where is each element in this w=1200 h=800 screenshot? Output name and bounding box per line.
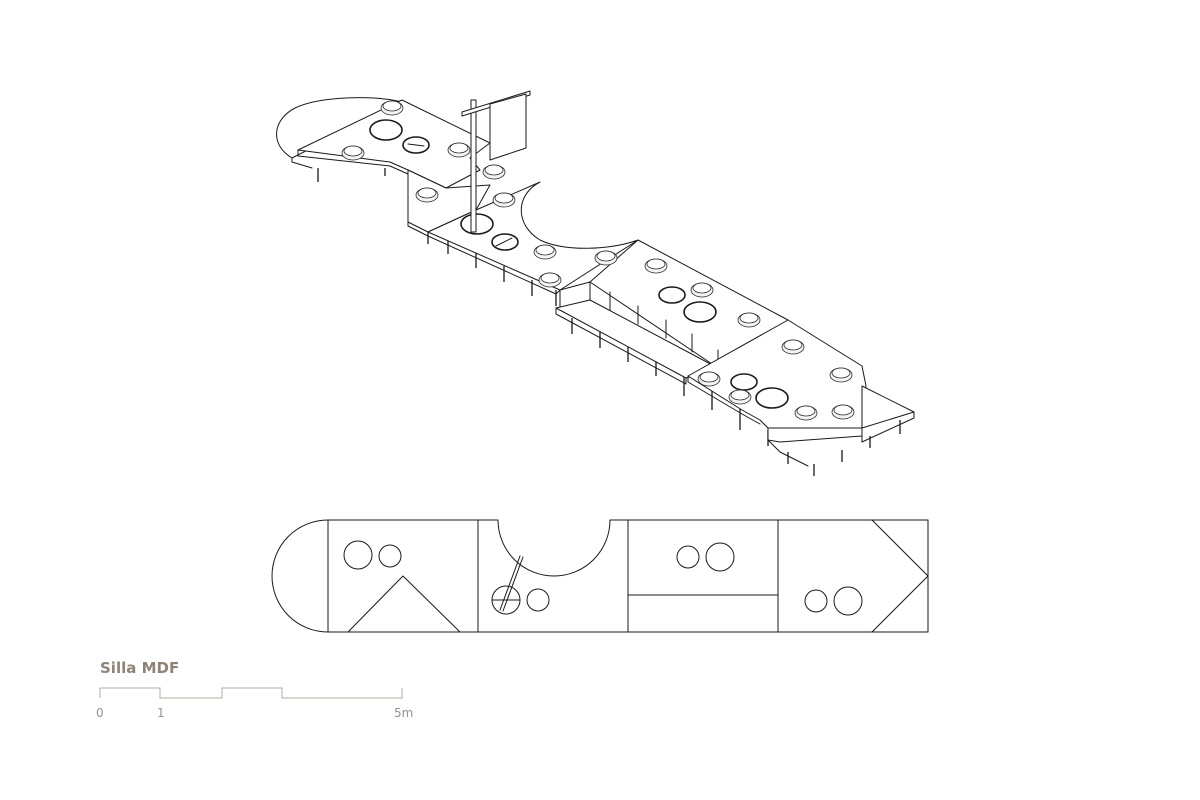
scale-label-5m: 5m — [394, 706, 413, 720]
module-4-step — [767, 427, 863, 443]
scale-label-1: 1 — [157, 706, 165, 720]
axonometric-view — [276, 90, 915, 476]
platform-legs — [317, 168, 901, 476]
flag-pole — [461, 90, 531, 233]
axonometric-holes — [369, 119, 789, 409]
plan-flag-pole — [491, 555, 524, 612]
plan-view — [271, 519, 929, 633]
scale-bar-title: Silla MDF — [100, 659, 179, 677]
scale-label-0: 0 — [96, 706, 104, 720]
module-1-top — [297, 99, 491, 189]
scale-bar: Silla MDF 0 1 5m — [96, 659, 413, 720]
stools — [341, 100, 855, 421]
plan-holes — [343, 540, 863, 616]
module-4-tip — [861, 385, 915, 429]
semicircle-end-top — [276, 97, 403, 159]
module-2-top — [427, 181, 639, 291]
